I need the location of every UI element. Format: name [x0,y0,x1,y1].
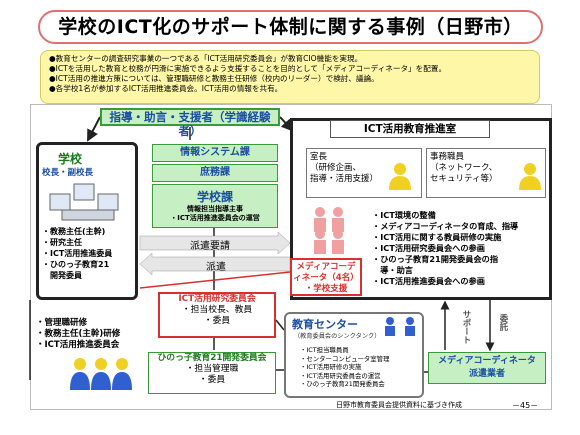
committee-title: ICT活用研究委員会 [178,294,256,304]
source-footnote: 日野市教育委員会提供資料に基づき作成 [336,401,462,409]
school-subtitle: 校長・副校長 [42,168,94,178]
ict-room-title: ICT活用教育推進室 [330,120,490,138]
list-item: ・ICT活用推進委員 [42,249,113,258]
school-title: 学校 [58,152,83,166]
list-item: ・委員 [198,375,226,385]
bullet-item: ●ICT活用の推進方策については、管理職研修と教務主任研修（校内のリーダー）で検… [49,74,379,83]
list-item: ・ICT活用推進委員会への参画 [372,276,485,286]
page-number: －45－ [512,401,539,410]
list-item: 開発委員 [42,271,82,280]
list-item: ・ICT環境の整備 [372,210,436,220]
summary-bullets: ●教育センターの調査研究事業の一つである「ICT活用研究委員会」が教育CIO機能… [40,50,540,104]
list-item: ・ICT活用に関する教員研修の実施 [372,232,502,242]
list-item: ・担当校長、教員 [181,305,253,315]
list-item: ・教務主任(主幹) [42,227,106,236]
list-item: ・委員 [203,316,231,326]
commission-arrow-label: 委託 [498,314,508,331]
coordinator-vendor-box: メディアコーディネータ 派遣業者 [428,352,546,384]
school-member-list: ・教務主任(主幹) ・研究主任 ・ICT活用推進委員 ・ひのっ子教育21 開発委… [42,226,112,281]
school-dept-title: 学校課 [196,190,233,204]
list-item: ・メディアコーディネータの育成、指導 [372,221,519,231]
ict-research-committee: ICT活用研究委員会 ・担当校長、教員 ・委員 [158,292,276,338]
hinokko-development-committee: ひのっ子教育21開発委員会 ・担当管理職 ・委員 [148,352,276,394]
list-item: ・研究主任 [42,238,82,247]
guidance-box: 指導・助言・支援者（学識経験者） [100,108,280,138]
general-affairs-dept: 庶務課 [152,164,278,182]
list-item: ・ICT活用研究委員会への参画 [372,243,485,253]
list-item: ・ひのっ子教育21開発委員会の指 [372,254,499,264]
list-item: 導・助言 [372,265,413,275]
school-dept: 学校課 情報担当指導主事 ・ICT活用推進委員会の運営 [152,184,278,228]
coordinator-people-icon [314,207,344,254]
media-coordinator-box: メディアコーデ ィネータ（4名） ・学校支援 [290,258,362,296]
list-item: ・ひのっ子教育21開発委員会 [300,380,385,389]
center-people-icon [385,317,415,336]
support-arrow-label: サポート [461,310,471,344]
list-item: ・センターコンピュータ室管理 [300,354,390,363]
education-center-box [284,312,424,398]
education-center-tasks: ・ICT担当職員員 ・センターコンピュータ室管理 ・ICT活用研修の実施 ・IC… [300,346,389,389]
request-arrow-label: 派遣要請 [190,241,230,252]
bullet-item: ●各学校1名が参加するICT活用推進委員会。ICT活用の情報を共有。 [49,84,283,93]
list-item: ・管理職研修 [36,318,88,328]
training-list: ・管理職研修 ・教務主任(主幹)研修 ・ICT活用推進委員会 [36,318,120,351]
participants-people-icon [70,358,132,390]
bullet-item: ●教育センターの調査研究事業の一つである「ICT活用研究委員会」が教育CIO機能… [49,54,363,63]
bullet-item: ●ICTを活用した教育と校務が円滑に実施できるよう支援することを目的として「メデ… [49,64,447,73]
school-dept-sub2: ・ICT活用推進委員会の運営 [170,214,260,222]
list-item: ・担当管理職 [185,364,239,374]
dispatch-arrow-label: 派遣 [206,262,226,273]
school-box [36,142,138,300]
school-dept-sub1: 情報担当指導主事 [187,205,243,213]
education-center-subtitle: （教育委員会のシンクタンク） [294,333,381,340]
staff-person-icon [519,163,541,190]
room-head-person-icon [389,163,411,190]
school-computers-illustration [49,183,119,221]
education-center-title: 教育センター [292,318,358,331]
list-item: ・ひのっ子教育21 [42,260,110,269]
ict-room-tasks: ・ICT環境の整備 ・メディアコーディネータの育成、指導 ・ICT活用に関する教… [372,210,518,287]
list-item: ・ICT活用研修の実施 [300,363,362,372]
list-item: ・教務主任(主幹)研修 [36,329,121,339]
page-title: 学校のICT化のサポート体制に関する事例（日野市） [38,10,543,44]
list-item: ・ICT活用研究委員会の運営 [300,371,381,380]
list-item: ・ICT活用推進委員会 [36,340,120,350]
list-item: ・ICT担当職員員 [300,346,349,354]
info-system-dept: 情報システム課 [152,144,278,162]
committee-title: ひのっ子教育21開発委員会 [157,353,267,363]
